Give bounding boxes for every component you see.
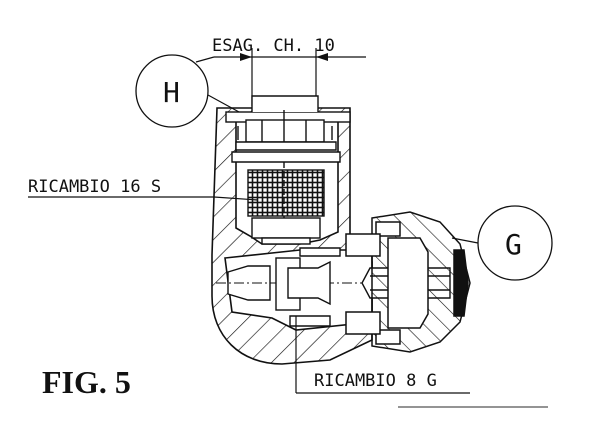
leader-16s [28,196,259,201]
spare-16s-label: RICAMBIO 16 S [28,177,161,197]
cap-assembly [345,211,471,353]
filter-16s [247,162,325,245]
callout-g-label: G [505,228,522,261]
leader-8g [295,316,470,394]
spare-8g-label: RICAMBIO 8 G [314,371,437,391]
callout-h-label: H [163,76,180,109]
hex-key-label: ESAG. CH. 10 [212,36,335,56]
callout-g: G [451,205,553,281]
figure-caption: FIG. 5 [42,364,131,400]
hex-fitting [225,95,351,163]
